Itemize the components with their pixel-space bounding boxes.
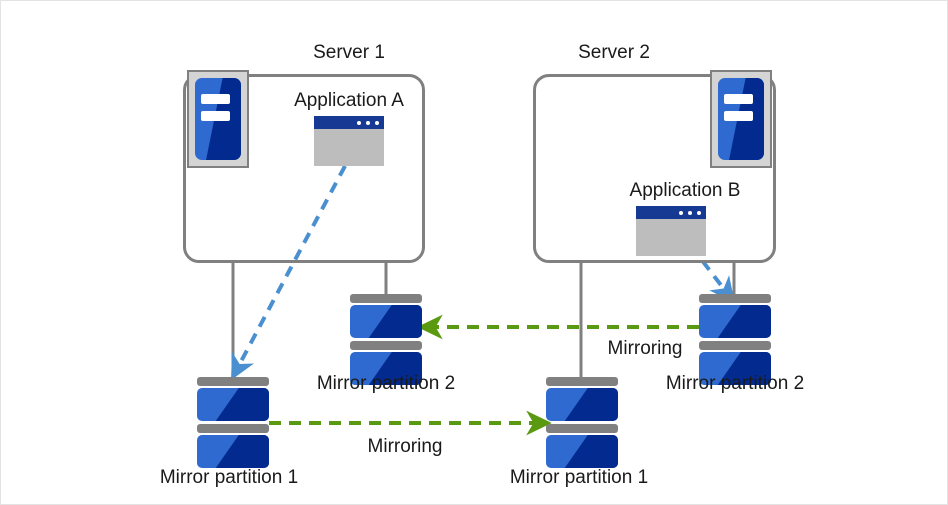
app-window-dot	[357, 120, 361, 125]
app-window-dot	[688, 210, 692, 215]
app-titlebar	[314, 116, 384, 129]
s1-mirror-partition-1-label: Mirror partition 1	[159, 467, 299, 488]
disk-body	[350, 352, 422, 385]
server-chassis	[195, 78, 241, 160]
disk-body	[197, 435, 269, 468]
s2-mirror-partition-2-label: Mirror partition 2	[665, 373, 805, 394]
disk-unit	[197, 424, 269, 468]
disk-icon[interactable]	[350, 294, 422, 385]
server-2-label: Server 2	[578, 42, 650, 63]
disk-cap	[350, 294, 422, 303]
disk-cap	[546, 377, 618, 386]
server-1-box[interactable]	[183, 74, 425, 263]
disk-cap	[546, 424, 618, 433]
disk-unit	[546, 377, 618, 421]
app-titlebar	[636, 206, 706, 219]
server-slot-bar	[201, 93, 230, 105]
app-window-dot	[697, 210, 701, 215]
disk-cap	[699, 341, 771, 350]
app-window-dot	[366, 120, 370, 125]
server-icon	[187, 70, 249, 168]
s1-mirror-partition-2-label: Mirror partition 2	[316, 373, 456, 394]
disk-body	[350, 305, 422, 338]
mirroring-top-label: Mirroring	[607, 338, 683, 359]
disk-unit	[197, 377, 269, 421]
disk-unit	[350, 294, 422, 338]
disk-body	[546, 388, 618, 421]
application-a-label: Application A	[294, 90, 404, 111]
server-slot-bar	[724, 93, 753, 105]
disk-icon[interactable]	[546, 377, 618, 468]
app-window-dot	[375, 120, 379, 125]
disk-unit	[546, 424, 618, 468]
disk-icon[interactable]	[197, 377, 269, 468]
server-slot-bar	[201, 110, 230, 122]
disk-cap	[699, 294, 771, 303]
app-window-icon	[636, 206, 706, 256]
server-icon	[710, 70, 772, 168]
server-2-box[interactable]	[533, 74, 776, 263]
disk-unit	[699, 341, 771, 385]
server-slot-bar	[724, 110, 753, 122]
disk-unit	[699, 294, 771, 338]
server-1-label: Server 1	[313, 42, 385, 63]
disk-cap	[350, 341, 422, 350]
disk-body	[197, 388, 269, 421]
disk-icon[interactable]	[699, 294, 771, 385]
disk-body	[699, 305, 771, 338]
disk-cap	[197, 424, 269, 433]
application-b-label: Application B	[629, 180, 741, 201]
disk-unit	[350, 341, 422, 385]
app-window-dot	[679, 210, 683, 215]
disk-body	[546, 435, 618, 468]
app-window-icon	[314, 116, 384, 166]
disk-cap	[197, 377, 269, 386]
s2-mirror-partition-1-label: Mirror partition 1	[509, 467, 649, 488]
disk-body	[699, 352, 771, 385]
server-chassis	[718, 78, 764, 160]
mirroring-bottom-label: Mirroring	[367, 436, 443, 457]
